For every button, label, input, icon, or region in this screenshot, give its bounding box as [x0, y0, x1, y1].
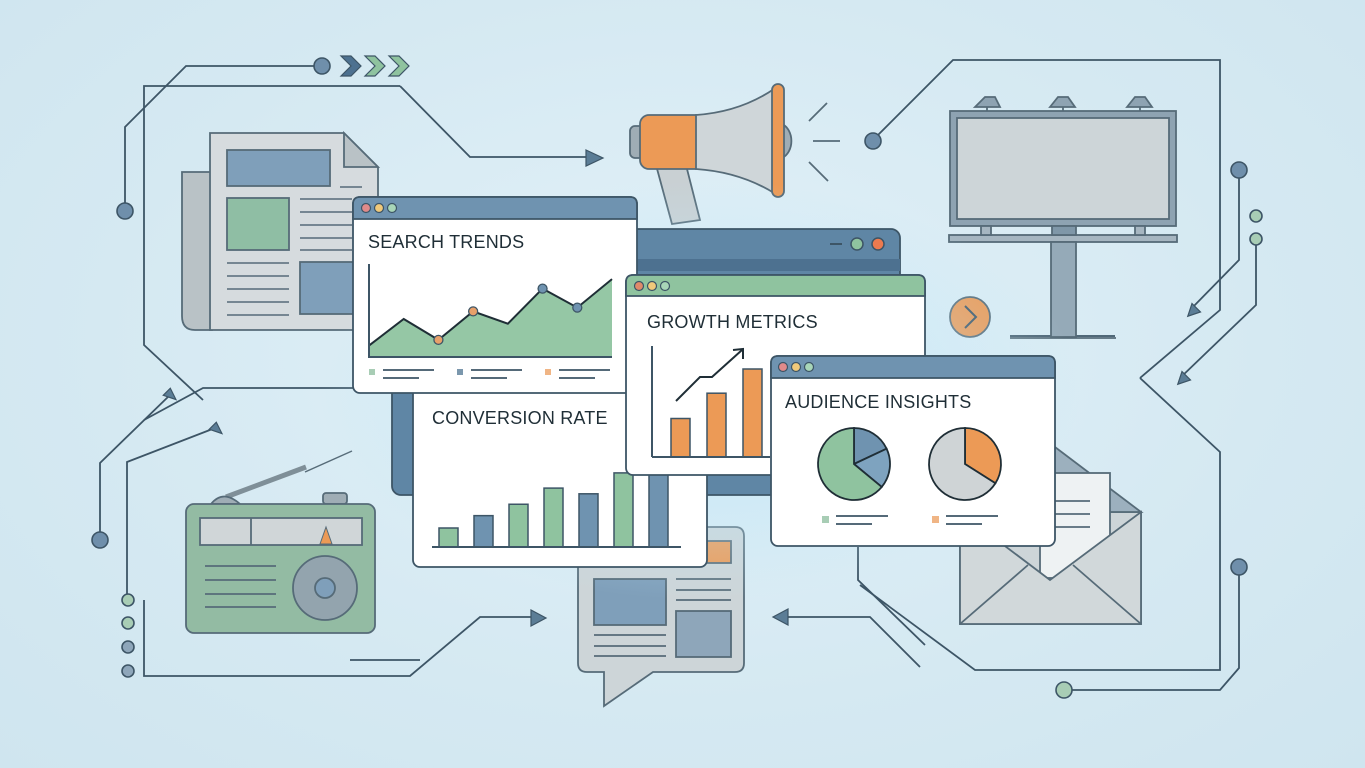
maximize-dot — [803, 361, 815, 373]
panel-title: SEARCH TRENDS — [368, 232, 524, 252]
audience-legend — [822, 515, 998, 525]
pie-slice — [928, 427, 997, 501]
circuit-lines — [99, 59, 1257, 691]
growth-metrics-bars — [670, 368, 763, 458]
arrowheads — [162, 149, 1202, 627]
bar — [742, 368, 763, 458]
bar — [473, 514, 494, 548]
legend-swatch — [545, 369, 551, 375]
audience-insights-panel: AUDIENCE INSIGHTS — [770, 355, 1056, 547]
panel-title: AUDIENCE INSIGHTS — [785, 392, 971, 412]
maximize-dot — [659, 280, 671, 292]
data-point-marker — [433, 334, 444, 346]
minimize-dot — [790, 361, 802, 373]
connector-dots — [91, 57, 1263, 699]
bar — [706, 392, 727, 458]
close-dot — [633, 280, 645, 292]
legend-swatch — [457, 369, 463, 375]
trend-arrow-icon — [675, 349, 743, 402]
data-point-marker — [537, 283, 548, 294]
minimize-dot — [373, 202, 385, 214]
panel-title: GROWTH METRICS — [647, 312, 818, 332]
data-point-marker — [572, 302, 583, 313]
legend-swatch — [822, 516, 829, 523]
window-dot-orange — [871, 237, 885, 251]
search-trends-panel: SEARCH TRENDS — [352, 196, 638, 394]
legend-swatch — [369, 369, 375, 375]
data-point-marker — [467, 306, 479, 317]
audience-pie-charts — [817, 427, 1002, 501]
maximize-dot — [386, 202, 398, 214]
window-dot-green — [850, 237, 864, 251]
search-trends-legend — [369, 369, 610, 379]
panel-title: CONVERSION RATE — [432, 408, 608, 428]
chevrons-icon — [339, 55, 410, 77]
close-dot — [360, 202, 372, 214]
pie-slice — [817, 427, 884, 501]
bar — [578, 493, 599, 548]
bar — [670, 417, 691, 458]
legend-swatch — [932, 516, 939, 523]
bar — [508, 503, 529, 548]
minimize-dot — [646, 280, 658, 292]
search-trends-area-chart — [368, 278, 613, 357]
newspaper-icon — [181, 130, 381, 331]
bar — [613, 472, 634, 548]
bar — [438, 527, 459, 548]
radio-icon — [185, 450, 376, 634]
bar — [648, 462, 669, 548]
bar — [543, 487, 564, 548]
close-dot — [777, 361, 789, 373]
